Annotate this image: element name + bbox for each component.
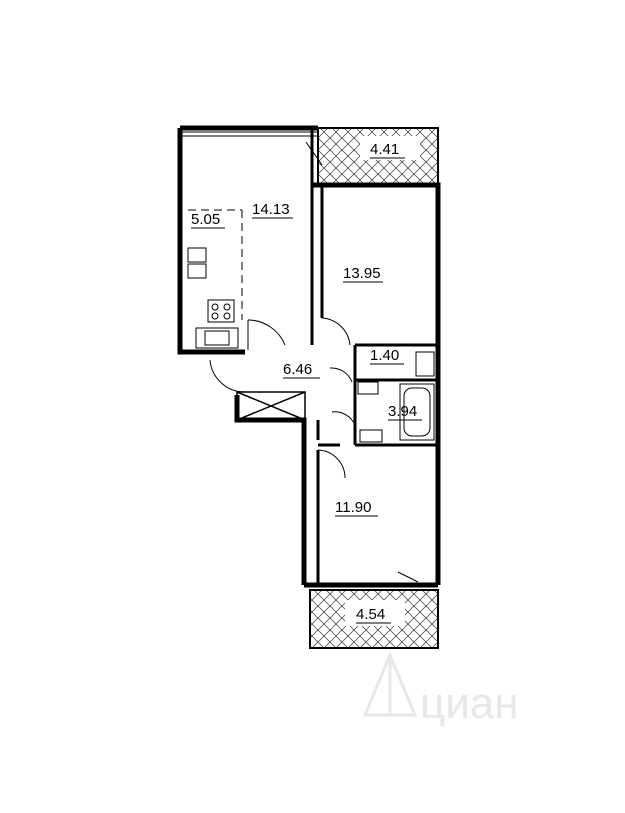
room-area-bathroom: 3.94 xyxy=(388,403,417,420)
room-area-toilet: 1.40 xyxy=(370,347,399,364)
bath-fixtures xyxy=(357,351,435,443)
room-area-kitchen-zone: 5.05 xyxy=(191,211,220,228)
cian-house-logo-icon xyxy=(362,651,418,717)
room-area-balcony-bottom: 4.54 xyxy=(356,606,385,623)
outer-walls xyxy=(177,125,441,588)
shaft-box xyxy=(236,391,306,421)
room-labels: 4.41 14.13 5.05 13.95 6.46 1.40 3.94 11.… xyxy=(191,141,417,623)
room-area-balcony-top: 4.41 xyxy=(370,141,399,158)
top-window xyxy=(182,131,318,137)
label-underlines xyxy=(191,157,422,624)
room-area-bedroom-1: 13.95 xyxy=(343,265,381,282)
room-area-hall: 6.46 xyxy=(283,361,312,378)
interior-walls xyxy=(310,130,438,585)
watermark-text: циан xyxy=(420,679,519,728)
kitchen-zone-boundary xyxy=(188,209,243,320)
room-area-bedroom-2: 11.90 xyxy=(335,499,371,516)
kitchen-counter xyxy=(187,247,239,349)
room-area-kitchen-living: 14.13 xyxy=(252,201,290,218)
balcony-top xyxy=(317,127,439,187)
balcony-bottom xyxy=(309,589,439,649)
